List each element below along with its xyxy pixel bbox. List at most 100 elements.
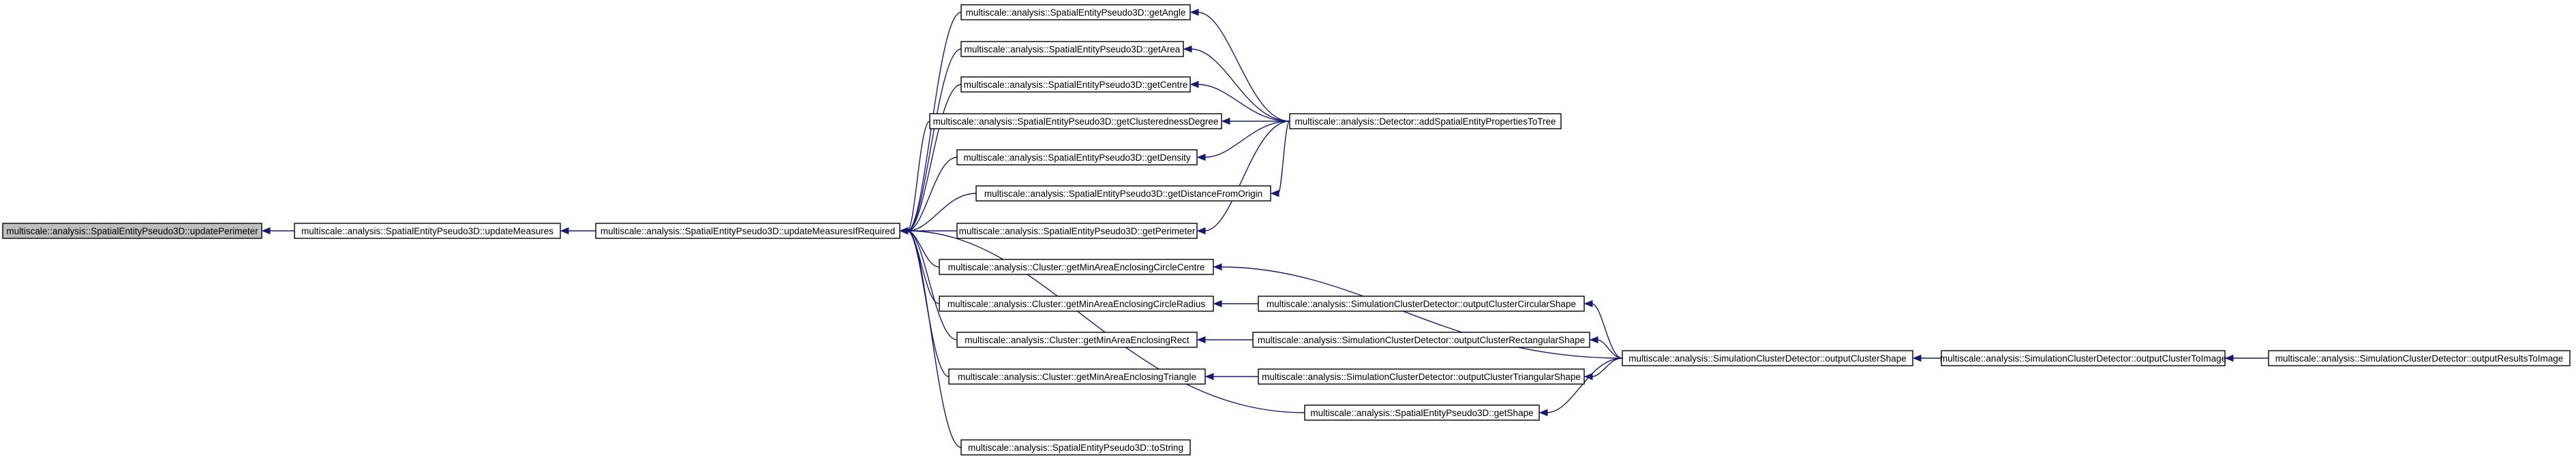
graph-node[interactable]: multiscale::analysis::Cluster::getMinAre… xyxy=(939,296,1214,312)
call-edge xyxy=(1596,339,1623,359)
node-label: multiscale::analysis::SimulationClusterD… xyxy=(1267,299,1576,309)
arrowhead xyxy=(2224,354,2234,362)
graph-node[interactable]: multiscale::analysis::SpatialEntityPseud… xyxy=(960,439,1191,456)
call-edge xyxy=(907,121,930,232)
node-box xyxy=(960,4,1191,20)
node-label: multiscale::analysis::SpatialEntityPseud… xyxy=(6,226,258,236)
graph-node[interactable]: multiscale::analysis::Cluster::getMinAre… xyxy=(948,368,1206,385)
node-box xyxy=(960,41,1184,57)
node-label: multiscale::analysis::SpatialEntityPseud… xyxy=(1310,408,1533,418)
call-edge xyxy=(1277,121,1290,194)
arrowhead xyxy=(1204,372,1214,381)
arrowhead xyxy=(1183,45,1192,53)
graph-node[interactable]: multiscale::analysis::Cluster::getMinAre… xyxy=(956,332,1198,348)
node-label: multiscale::analysis::Cluster::getMinAre… xyxy=(948,299,1205,309)
graph-node[interactable]: multiscale::analysis::SpatialEntityPseud… xyxy=(956,149,1198,165)
arrowhead xyxy=(1196,336,1206,344)
node-box xyxy=(1941,350,2226,366)
node-label: multiscale::analysis::SpatialEntityPseud… xyxy=(933,116,1219,127)
node-label: multiscale::analysis::SimulationClusterD… xyxy=(1258,335,1585,345)
root-node-box xyxy=(2,223,262,239)
call-edge xyxy=(1197,84,1290,122)
node-box xyxy=(960,76,1191,93)
arrowhead xyxy=(261,227,271,235)
node-label: multiscale::analysis::Cluster::getMinAre… xyxy=(958,372,1196,382)
node-label: multiscale::analysis::SpatialEntityPseud… xyxy=(968,443,1183,453)
graph-node[interactable]: multiscale::analysis::SpatialEntityPseud… xyxy=(595,223,900,239)
arrowhead xyxy=(1213,300,1222,308)
node-box xyxy=(948,368,1206,385)
call-edge xyxy=(1591,357,1623,377)
graph-node[interactable]: multiscale::analysis::SimulationClusterD… xyxy=(1940,350,2226,366)
node-box xyxy=(956,223,1198,239)
node-label: multiscale::analysis::SimulationClusterD… xyxy=(1940,353,2226,364)
graph-node[interactable]: multiscale::analysis::SpatialEntityPseud… xyxy=(960,76,1191,93)
arrowhead xyxy=(1221,117,1230,125)
node-box xyxy=(960,439,1191,456)
node-label: multiscale::analysis::Cluster::getMinAre… xyxy=(948,262,1205,272)
arrowhead xyxy=(899,227,909,235)
node-label: multiscale::analysis::SpatialEntityPseud… xyxy=(963,153,1190,163)
call-edge xyxy=(1190,48,1290,122)
graph-node[interactable]: multiscale::analysis::SpatialEntityPseud… xyxy=(2,223,262,239)
call-edge xyxy=(1197,12,1290,122)
call-edge xyxy=(907,230,958,340)
node-label: multiscale::analysis::SpatialEntityPseud… xyxy=(966,7,1186,18)
arrowhead xyxy=(1912,354,1922,362)
node-label: multiscale::analysis::Detector::addSpati… xyxy=(1295,116,1556,127)
arrowhead xyxy=(1189,8,1199,16)
arrowhead xyxy=(1584,300,1593,308)
node-box xyxy=(1258,368,1585,385)
call-edge xyxy=(907,193,977,232)
arrowhead xyxy=(1213,263,1222,271)
node-label: multiscale::analysis::SpatialEntityPseud… xyxy=(965,44,1181,54)
node-box xyxy=(1304,404,1540,421)
graph-node[interactable]: multiscale::analysis::SpatialEntityPseud… xyxy=(294,223,561,239)
node-box xyxy=(929,113,1222,129)
arrowhead xyxy=(1270,189,1279,197)
node-label: multiscale::analysis::SimulationClusterD… xyxy=(1628,353,1906,364)
node-box xyxy=(1622,350,1913,366)
call-edge xyxy=(907,230,940,304)
node-box xyxy=(294,223,561,239)
node-label: multiscale::analysis::SimulationClusterD… xyxy=(2275,353,2563,364)
node-label: multiscale::analysis::SpatialEntityPseud… xyxy=(601,226,895,236)
arrowhead xyxy=(1196,153,1206,161)
call-edge xyxy=(907,230,1305,413)
graph-node[interactable]: multiscale::analysis::SimulationClusterD… xyxy=(2268,350,2571,366)
graph-node[interactable]: multiscale::analysis::Detector::addSpati… xyxy=(1289,113,1562,129)
node-box xyxy=(956,332,1198,348)
call-edge xyxy=(1220,266,1623,359)
node-label: multiscale::analysis::SpatialEntityPseud… xyxy=(301,226,554,236)
arrowhead xyxy=(1589,336,1598,344)
graph-node[interactable]: multiscale::analysis::SpatialEntityPseud… xyxy=(975,185,1271,202)
nodes-layer: multiscale::analysis::SpatialEntityPseud… xyxy=(2,4,2571,456)
arrowhead xyxy=(1196,227,1206,235)
arrowhead xyxy=(1539,409,1548,417)
call-edge xyxy=(1546,357,1623,413)
call-edge xyxy=(1204,121,1290,232)
node-label: multiscale::analysis::SpatialEntityPseud… xyxy=(964,80,1188,90)
graph-node[interactable]: multiscale::analysis::SimulationClusterD… xyxy=(1252,332,1590,348)
edges-layer xyxy=(261,8,2269,448)
node-box xyxy=(956,149,1198,165)
arrowhead xyxy=(1189,80,1199,89)
graph-node[interactable]: multiscale::analysis::SimulationClusterD… xyxy=(1258,296,1585,312)
node-label: multiscale::analysis::SpatialEntityPseud… xyxy=(959,226,1196,236)
node-label: multiscale::analysis::SpatialEntityPseud… xyxy=(984,189,1262,199)
node-label: multiscale::analysis::SimulationClusterD… xyxy=(1262,372,1581,382)
node-box xyxy=(939,259,1214,275)
call-edge xyxy=(907,48,962,232)
graph-node[interactable]: multiscale::analysis::SpatialEntityPseud… xyxy=(960,4,1191,20)
node-box xyxy=(595,223,900,239)
graph-node[interactable]: multiscale::analysis::Cluster::getMinAre… xyxy=(939,259,1214,275)
node-box xyxy=(1289,113,1562,129)
graph-node[interactable]: multiscale::analysis::SpatialEntityPseud… xyxy=(929,113,1222,129)
graph-node[interactable]: multiscale::analysis::SpatialEntityPseud… xyxy=(956,223,1198,239)
node-box xyxy=(1258,296,1585,312)
graph-node[interactable]: multiscale::analysis::SimulationClusterD… xyxy=(1258,368,1585,385)
graph-node[interactable]: multiscale::analysis::SpatialEntityPseud… xyxy=(960,41,1184,57)
graph-node[interactable]: multiscale::analysis::SimulationClusterD… xyxy=(1622,350,1913,366)
arrowhead xyxy=(560,227,569,235)
graph-node[interactable]: multiscale::analysis::SpatialEntityPseud… xyxy=(1304,404,1540,421)
